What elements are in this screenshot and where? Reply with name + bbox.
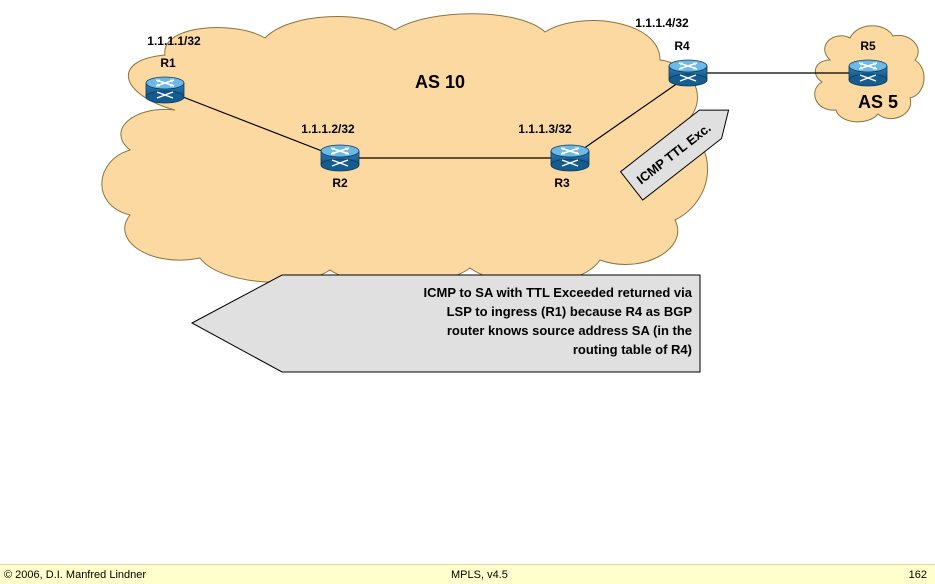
- router-r3-address: 1.1.1.3/32: [518, 122, 572, 136]
- router-r3-name: R3: [554, 176, 570, 190]
- router-r1-name: R1: [160, 56, 176, 70]
- router-r4-name: R4: [674, 39, 690, 53]
- router-r4: [668, 59, 708, 87]
- callout-line-1: ICMP to SA with TTL Exceeded returned vi…: [424, 285, 693, 300]
- footer-title: MPLS, v4.5: [451, 569, 508, 581]
- link-r1-r2: [164, 89, 341, 159]
- as10-label: AS 10: [415, 72, 465, 92]
- router-r1-address: 1.1.1.1/32: [147, 34, 201, 48]
- footer-copyright: © 2006, D.I. Manfred Lindner: [4, 569, 147, 581]
- links: [164, 72, 865, 159]
- link-r3-r4: [569, 75, 689, 159]
- slide-footer: © 2006, D.I. Manfred Lindner MPLS, v4.5 …: [0, 564, 935, 584]
- callout-arrow: ICMP to SA with TTL Exceeded returned vi…: [190, 274, 701, 373]
- router-r2-address: 1.1.1.2/32: [301, 122, 355, 136]
- callout-line-3: router knows source address SA (in the: [447, 323, 692, 338]
- router-r1: [145, 76, 185, 104]
- router-r2-name: R2: [332, 176, 348, 190]
- callout-line-4: routing table of R4): [573, 342, 692, 357]
- as10-cloud: [101, 13, 709, 286]
- router-r3: [550, 144, 590, 172]
- router-r5-name: R5: [860, 39, 876, 53]
- as5-label: AS 5: [858, 92, 898, 112]
- footer-page-number: 162: [908, 569, 927, 581]
- router-r5: [848, 59, 888, 87]
- callout-line-2: LSP to ingress (R1) because R4 as BGP: [447, 304, 693, 319]
- router-r2: [320, 144, 360, 172]
- router-r4-address: 1.1.1.4/32: [635, 16, 689, 30]
